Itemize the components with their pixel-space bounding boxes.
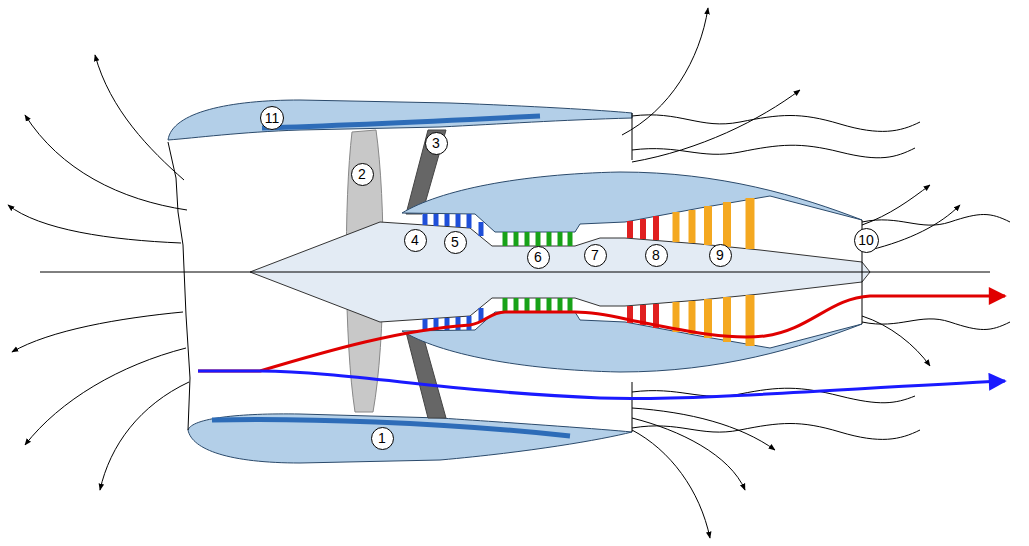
airflow-arrow <box>95 55 184 180</box>
airflow-arrow <box>632 90 800 162</box>
wake-line <box>862 215 1010 226</box>
callout-number: 8 <box>652 248 660 262</box>
lp-compressor-blade <box>423 214 428 225</box>
nacelle-bottom <box>188 414 632 463</box>
core-half <box>402 172 862 249</box>
lp-turbine-blade <box>746 198 755 249</box>
acoustic-liner <box>262 116 540 128</box>
callout-number: 9 <box>716 248 724 262</box>
callout-circle: 10 <box>854 228 879 253</box>
hp-compressor-blade <box>547 232 552 246</box>
callout-circle: 1 <box>371 427 394 450</box>
airflow-arrow <box>12 312 183 352</box>
lp-compressor-blade <box>445 214 450 226</box>
callout-circle: 5 <box>444 231 467 254</box>
wake-line <box>632 145 915 158</box>
wake-line <box>632 115 920 132</box>
callout-circle: 11 <box>260 106 284 130</box>
airflow-arrow <box>25 348 186 445</box>
callout-circle: 2 <box>351 163 374 186</box>
turbine-blades <box>630 198 750 249</box>
bypass-exit <box>632 382 633 432</box>
callout-number: 5 <box>451 235 459 249</box>
core-flow-arrow <box>198 296 1005 371</box>
nacelle-top <box>168 100 632 140</box>
bypass-flow-arrow <box>198 371 1005 398</box>
callout-number: 1 <box>378 431 386 445</box>
wake-line <box>632 424 920 440</box>
callout-circle: 7 <box>584 244 607 267</box>
bypass-exit <box>632 113 633 160</box>
lp-turbine-blade <box>704 206 712 245</box>
callout-number: 6 <box>534 250 542 264</box>
wake-line <box>632 388 915 403</box>
airflow-arrows <box>8 8 960 538</box>
callout-circle: 8 <box>645 244 668 267</box>
lp-compressor-blade <box>456 214 461 227</box>
callout-circle: 6 <box>527 246 550 269</box>
callout-number: 11 <box>265 111 280 125</box>
inlet-face <box>168 142 190 430</box>
hp-turbine-blade <box>653 216 659 240</box>
airflow-arrow <box>870 205 960 250</box>
hp-compressor-blade <box>558 232 563 246</box>
airflow-arrow <box>632 430 710 538</box>
lp-compressor-blade <box>479 222 484 236</box>
lp-turbine-blade <box>723 202 731 247</box>
hp-compressor-blade <box>568 232 573 246</box>
lp-compressor-blade <box>467 214 472 228</box>
hp-turbine-blade <box>627 221 633 238</box>
hp-compressor-blade <box>514 232 519 246</box>
core-half-mirror <box>402 295 862 372</box>
lp-turbine-blade <box>689 210 696 243</box>
lp-turbine-blade <box>673 212 680 242</box>
callout-number: 4 <box>411 233 419 247</box>
center-line <box>40 272 990 273</box>
callout-number: 7 <box>591 248 599 262</box>
callout-number: 2 <box>358 167 366 181</box>
hp-turbine-blade <box>640 219 646 239</box>
hp-compressor-blade <box>525 232 530 246</box>
callout-number: 3 <box>432 136 440 150</box>
airflow-arrow <box>862 185 930 225</box>
airflow-arrow <box>8 205 181 243</box>
lp-compressor-blade <box>434 214 439 226</box>
airflow-arrow <box>100 382 189 490</box>
callout-circle: 3 <box>425 132 448 155</box>
wake-line <box>862 319 1010 330</box>
callout-circle: 9 <box>709 244 732 267</box>
airflow-arrow <box>25 115 187 210</box>
callout-number: 10 <box>858 233 874 247</box>
hp-compressor-blade <box>503 232 508 246</box>
callout-circle: 4 <box>404 229 427 252</box>
hp-compressor-blade <box>536 232 541 246</box>
